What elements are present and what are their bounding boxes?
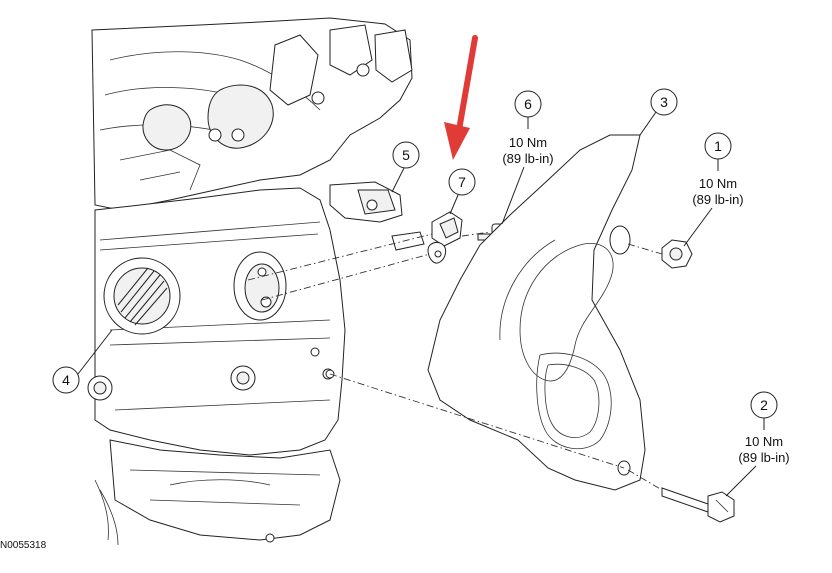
figure-id: N0055318: [0, 540, 47, 551]
callout-2-spec-torque: 10 Nm: [745, 434, 783, 449]
sensor-7: [391, 211, 463, 264]
callout-1-spec-torque: 10 Nm: [699, 176, 737, 191]
callout-7-number: 7: [458, 174, 466, 190]
callout-2: 2 10 Nm (89 lb-in): [725, 391, 790, 497]
callout-6-spec-imperial: (89 lb-in): [502, 151, 553, 166]
callout-1-number: 1: [714, 138, 722, 154]
callout-5-number: 5: [402, 147, 410, 163]
callout-6-spec-torque: 10 Nm: [509, 135, 547, 150]
callout-4-number: 4: [62, 372, 70, 388]
alignment-lines: [247, 231, 663, 491]
bolt-2: [661, 487, 735, 523]
heat-shield-3: [325, 134, 646, 491]
callout-2-spec-imperial: (89 lb-in): [738, 450, 789, 465]
callout-2-number: 2: [760, 397, 768, 413]
callout-1: 1 10 Nm (89 lb-in): [683, 132, 744, 247]
engine-block-illustration: [87, 17, 413, 546]
callout-7: 7: [448, 168, 476, 215]
callout-3: 3: [639, 88, 678, 136]
callout-4: 4: [52, 329, 113, 394]
callout-5: 5: [391, 141, 420, 193]
callout-1-spec-imperial: (89 lb-in): [692, 192, 743, 207]
callout-6: 6 10 Nm (89 lb-in): [501, 90, 554, 225]
callout-3-number: 3: [660, 94, 668, 110]
callout-6-number: 6: [524, 96, 532, 112]
red-pointer-arrow: [444, 35, 478, 160]
nut-1: [661, 239, 693, 269]
sensor-bracket-5: [329, 181, 403, 223]
